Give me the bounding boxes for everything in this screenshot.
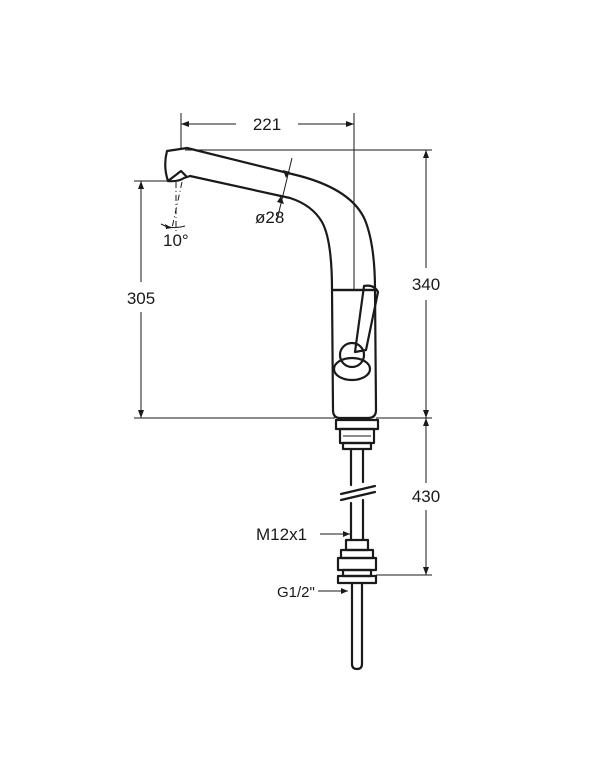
dimension-340-label: 340 [412,275,440,294]
dimension-430-label: 430 [412,487,440,506]
dimension-221: 221 [180,113,355,290]
dimension-angle-10-label: 10° [163,231,189,250]
dimension-430: 430 [376,418,440,576]
dimension-221-label: 221 [253,115,281,134]
thread-label-m12x1: M12x1 [256,525,350,544]
dimension-angle-10: 10° [160,181,189,250]
dimension-305-label: 305 [127,289,155,308]
thread-m12x1-label: M12x1 [256,525,307,544]
dimension-305: 305 [127,180,335,419]
faucet-spout [164,146,377,292]
thread-g12-label: G1/2" [277,584,315,601]
faucet-body [330,284,380,420]
thread-label-g12: G1/2" [277,584,348,601]
dimension-340: 340 [185,149,440,419]
dimension-diameter-28: ø28 [255,157,293,227]
dimension-diameter-28-label: ø28 [255,208,284,227]
handle-knob [338,341,366,369]
faucet-mounting-shank [334,418,380,671]
